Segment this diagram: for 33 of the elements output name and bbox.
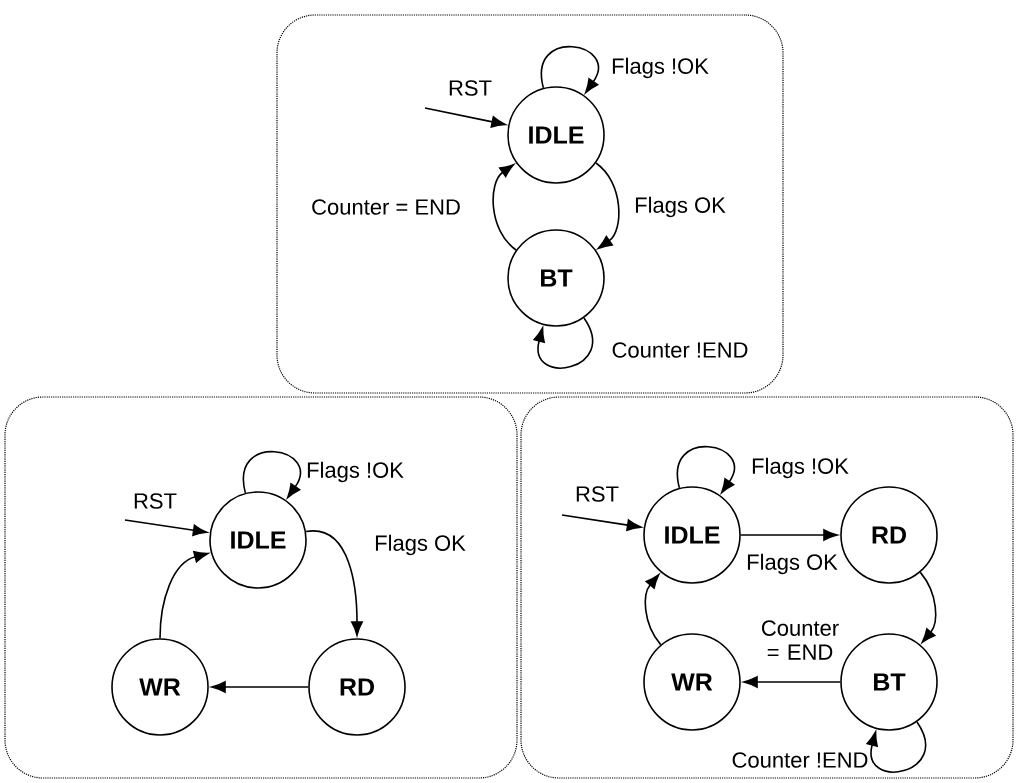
edge-label: Counter !END (612, 342, 748, 358)
arrow (740, 529, 838, 541)
arrow (595, 162, 620, 249)
edge-label: Flags !OK (612, 57, 709, 79)
arrow (159, 551, 209, 639)
arrow (540, 45, 599, 94)
edge-label: Counter = END (312, 199, 460, 215)
edge-label: Flags !OK (307, 461, 404, 483)
edge-label: RST (449, 80, 492, 96)
edge-label: Counter = END (762, 620, 839, 660)
arrow (676, 445, 735, 494)
arrow (644, 574, 662, 646)
arrow (533, 317, 594, 369)
arrow (242, 450, 301, 499)
arrow (919, 571, 937, 643)
edge-label: RST (134, 493, 177, 509)
arrow (124, 519, 208, 537)
arrow (743, 676, 841, 688)
edge-label: Flags !OK (752, 457, 849, 479)
panel-frame (520, 396, 1014, 779)
panel-frame (4, 396, 518, 779)
arrow (866, 721, 927, 773)
arrow (424, 107, 506, 128)
panel-frame (276, 14, 784, 394)
edge-label: Flags OK (635, 196, 726, 218)
arrow (492, 164, 517, 251)
edge-label: Flags OK (375, 534, 466, 556)
arrow (561, 514, 642, 531)
edge-label: Counter !END (732, 752, 868, 768)
edge-label: Flags OK (747, 553, 838, 575)
arrow (211, 681, 309, 693)
edge-label: RST (576, 486, 619, 502)
arrow (305, 530, 363, 636)
